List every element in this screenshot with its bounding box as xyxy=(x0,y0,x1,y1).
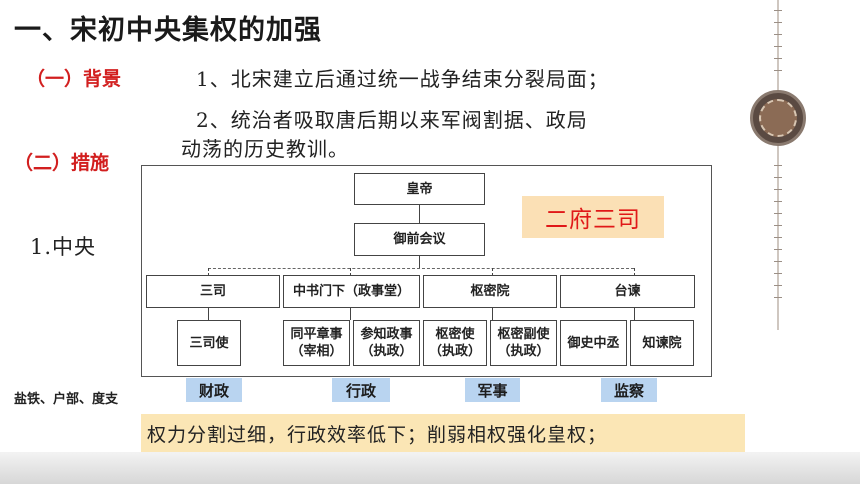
leaf-canzhizhengshi: 参知政事 （执政） xyxy=(353,320,420,366)
leaf-title: 枢密使 xyxy=(435,327,475,342)
connector-line xyxy=(492,308,493,320)
connector-line xyxy=(208,268,209,276)
council-box: 御前会议 xyxy=(354,223,485,256)
sansi-detail-label: 盐铁、户部、度支 xyxy=(14,392,119,407)
measures-heading: （二）措施 xyxy=(14,152,110,174)
leaf-shumishi: 枢密使 （执政） xyxy=(423,320,487,366)
connector-line xyxy=(419,205,420,223)
connector-line xyxy=(350,268,351,276)
military-tag: 军事 xyxy=(465,378,520,402)
background-point-2-line-2: 动荡的历史教训。 xyxy=(181,137,349,161)
two-fu-three-si-highlight: 二府三司 xyxy=(522,196,664,238)
leaf-sansi-shi: 三司使 xyxy=(177,320,241,366)
leaf-title: 枢密副使 xyxy=(497,327,550,342)
decorative-city-background xyxy=(0,452,860,484)
decorative-emblem-icon xyxy=(750,90,806,146)
leaf-tongpingzhangshi: 同平章事 （宰相） xyxy=(283,320,350,366)
page-title: 一、宋初中央集权的加强 xyxy=(14,15,322,46)
leaf-yushizhongcheng: 御史中丞 xyxy=(560,320,627,366)
dashed-connector xyxy=(208,268,634,269)
leaf-role: （执政） xyxy=(428,344,481,359)
branch-shumiyuan: 枢密院 xyxy=(423,275,557,308)
leaf-zhijianyuan: 知谏院 xyxy=(630,320,694,366)
connector-line xyxy=(634,308,635,320)
decorative-dashes-top xyxy=(774,10,782,71)
leaf-role: （执政） xyxy=(497,344,550,359)
branch-sansi: 三司 xyxy=(146,275,280,308)
central-label: 1.中央 xyxy=(30,235,97,259)
branch-zhongshumenxia: 中书门下（政事堂） xyxy=(283,275,420,308)
leaf-title: 参知政事 xyxy=(360,327,413,342)
conclusion-note: 权力分割过细，行政效率低下；削弱相权强化皇权； xyxy=(141,414,745,452)
connector-line xyxy=(634,268,635,276)
emperor-box: 皇帝 xyxy=(354,173,485,205)
decorative-dashes-bottom xyxy=(774,165,782,298)
connector-line xyxy=(419,256,420,268)
branch-taijian: 台谏 xyxy=(560,275,695,308)
leaf-shumifushi: 枢密副使 （执政） xyxy=(490,320,557,366)
administration-tag: 行政 xyxy=(332,378,390,402)
background-point-2-line-1: 2、统治者吸取唐后期以来军阀割据、政局 xyxy=(196,108,588,132)
connector-line xyxy=(208,308,209,320)
supervision-tag: 监察 xyxy=(601,378,657,402)
background-point-1: 1、北宋建立后通过统一战争结束分裂局面； xyxy=(196,67,609,91)
connector-line xyxy=(492,268,493,276)
connector-line xyxy=(350,308,351,320)
leaf-role: （宰相） xyxy=(290,344,343,359)
leaf-title: 同平章事 xyxy=(290,327,343,342)
background-heading: （一）背景 xyxy=(26,68,122,90)
finance-tag: 财政 xyxy=(186,378,242,402)
central-government-diagram: 皇帝 御前会议 二府三司 三司 中书门下（政事堂） 枢密院 台谏 三司使 同平章… xyxy=(141,165,712,377)
leaf-role: （执政） xyxy=(360,344,413,359)
